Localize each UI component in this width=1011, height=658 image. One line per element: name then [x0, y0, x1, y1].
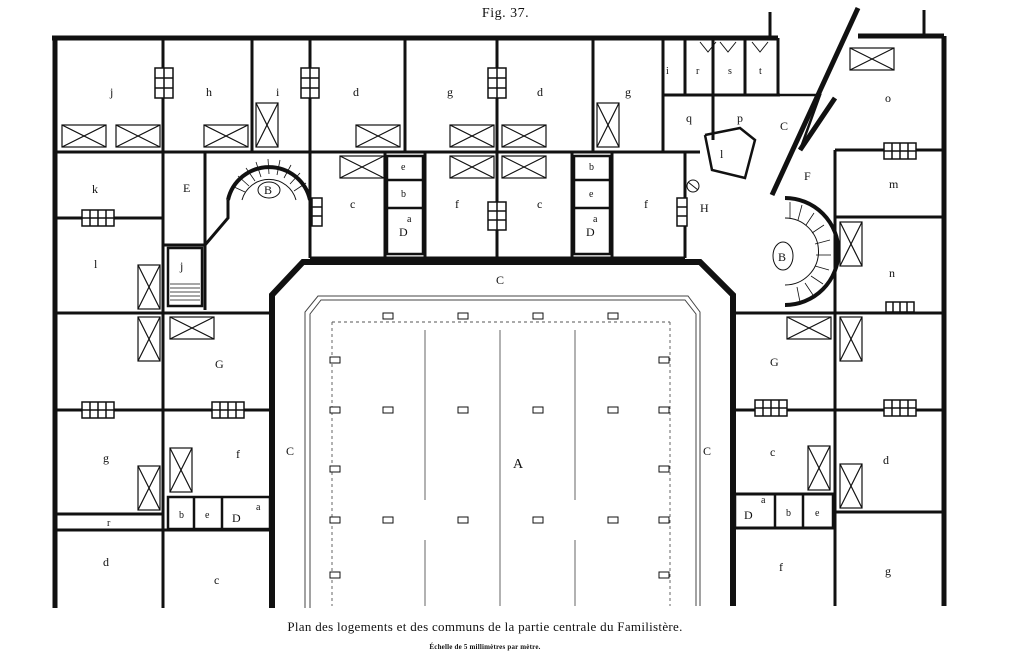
closet-blocks [166, 154, 835, 531]
room-label: p [737, 111, 743, 125]
room-label: g [103, 451, 109, 465]
room-label: r [107, 518, 111, 529]
corridor-label: C [703, 444, 711, 458]
room-label: s [728, 66, 732, 77]
room-label: r [696, 66, 700, 77]
room-label: d [103, 555, 109, 569]
room-label: G [215, 357, 224, 371]
room-label: D [232, 511, 241, 525]
room-label: b [786, 508, 791, 519]
stair-j-treads [170, 283, 200, 301]
room-label: c [537, 197, 542, 211]
scale-note: Échelle de 5 millimètres par mètre. [429, 643, 541, 651]
corridor-label: H [700, 201, 709, 215]
room-label: e [205, 510, 210, 521]
room-label: g [447, 85, 453, 99]
figure-label: Fig. 37. [481, 6, 530, 21]
room-label: f [644, 197, 648, 211]
room-label: n [889, 266, 895, 280]
room-label: i [276, 85, 280, 99]
room-label: d [537, 85, 543, 99]
crossed-boxes [61, 47, 895, 511]
plan-caption: Plan des logements et des communs de la … [287, 619, 683, 634]
staircase-left [203, 158, 312, 246]
room-label: a [761, 495, 766, 506]
room-labels: j h i d g d g i r s t q p l C o k E B l … [92, 66, 899, 587]
room-label: q [686, 111, 692, 125]
room-label: t [759, 66, 762, 77]
room-label: l [720, 147, 724, 161]
room-label: a [256, 502, 261, 513]
corridor-label: C [286, 444, 294, 458]
room-label: b [179, 510, 184, 521]
room-label: i [666, 66, 669, 77]
room-label: B [264, 183, 272, 197]
room-label: B [778, 250, 786, 264]
room-label: m [889, 177, 899, 191]
room-label: e [401, 162, 406, 173]
room-label: j [179, 259, 183, 273]
room-label: f [236, 447, 240, 461]
courtyard-label: A [513, 457, 524, 472]
room-label: b [589, 162, 594, 173]
courtyard-inner-outline [304, 295, 701, 608]
courtyard-pillars [331, 321, 671, 606]
room-label: D [399, 225, 408, 239]
room-label: F [804, 169, 811, 183]
room-label: a [407, 214, 412, 225]
room-label: f [779, 560, 783, 574]
room-label: o [885, 91, 891, 105]
room-label: j [109, 85, 113, 99]
courtyard-walls [269, 259, 736, 608]
room-label: h [206, 85, 212, 99]
ne-block [661, 93, 822, 180]
room-label: g [625, 85, 631, 99]
staircase-right [772, 196, 841, 307]
ne-triangles [686, 10, 926, 193]
room-label: D [744, 508, 753, 522]
room-label: f [455, 197, 459, 211]
room-label: c [214, 573, 219, 587]
room-label: g [885, 564, 891, 578]
room-label: l [94, 257, 98, 271]
room-label: d [883, 453, 889, 467]
room-label: e [589, 189, 594, 200]
room-label: e [815, 508, 820, 519]
room-label: c [770, 445, 775, 459]
room-label: E [183, 181, 190, 195]
room-label: a [593, 214, 598, 225]
corridor-label: C [780, 119, 788, 133]
room-label: k [92, 182, 98, 196]
room-label: D [586, 225, 595, 239]
room-label: b [401, 189, 406, 200]
corridor-label: C [496, 273, 504, 287]
room-label: d [353, 85, 359, 99]
room-label: c [350, 197, 355, 211]
courtyard-pillar-bases [329, 312, 670, 579]
room-label: G [770, 355, 779, 369]
chimney-blocks [81, 67, 917, 419]
